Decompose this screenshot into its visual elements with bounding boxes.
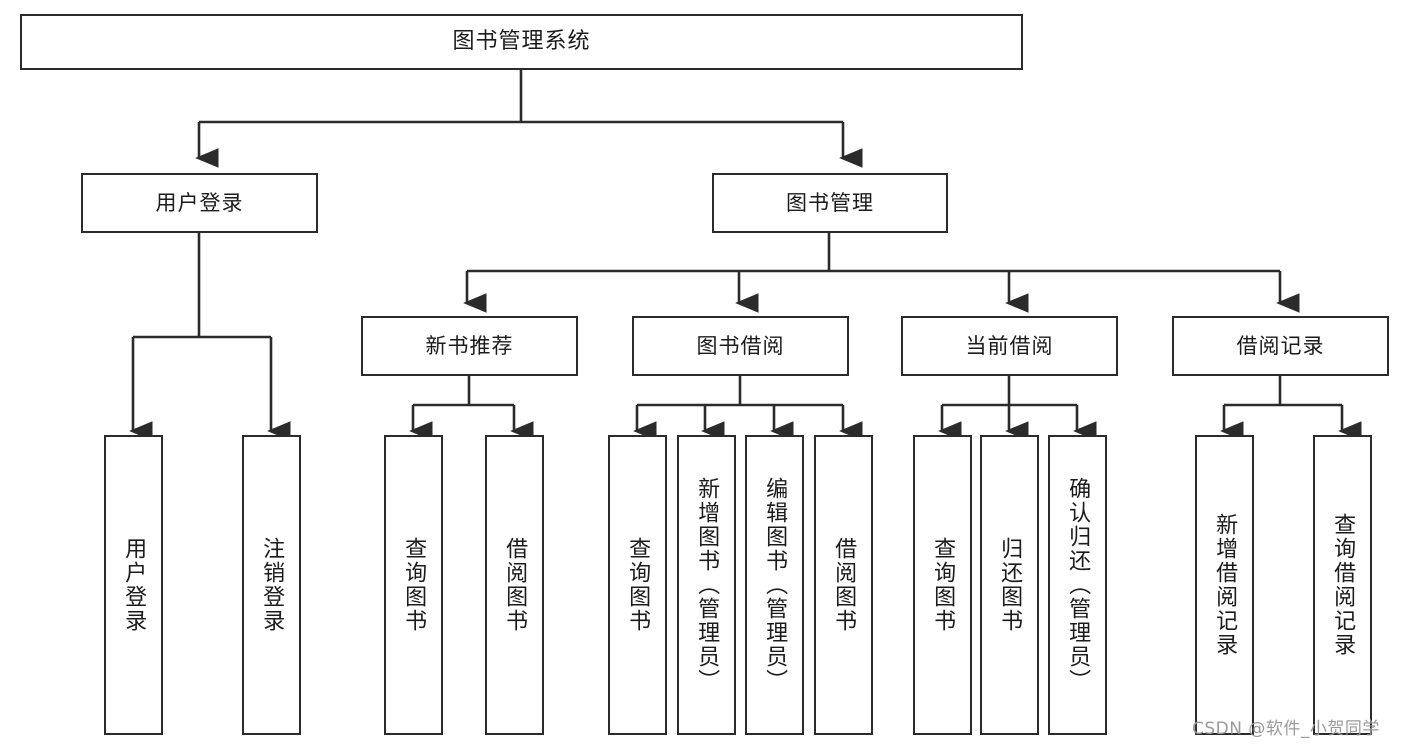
node-label: 新增图书（管理员） bbox=[694, 477, 720, 693]
leaf-add-borrow-record[interactable]: 新增借阅记录 bbox=[1195, 435, 1254, 735]
node-label: 用户登录 bbox=[121, 537, 147, 633]
node-label: 查询借阅记录 bbox=[1330, 513, 1356, 657]
node-label: 注销登录 bbox=[259, 537, 285, 633]
node-label: 借阅记录 bbox=[1236, 333, 1325, 358]
leaf-confirm-return-admin[interactable]: 确认归还（管理员） bbox=[1048, 435, 1107, 735]
node-book-management[interactable]: 图书管理 bbox=[712, 173, 948, 233]
node-label: 新增借阅记录 bbox=[1212, 513, 1238, 657]
node-label: 查询图书 bbox=[930, 537, 956, 633]
node-label: 借阅图书 bbox=[502, 537, 528, 633]
leaf-user-login[interactable]: 用户登录 bbox=[104, 435, 163, 735]
watermark-text: CSDN @软件_小贺同学 bbox=[1192, 719, 1380, 739]
node-label: 图书管理系统 bbox=[452, 29, 591, 55]
leaf-add-book-admin[interactable]: 新增图书（管理员） bbox=[677, 435, 736, 735]
node-label: 借阅图书 bbox=[831, 537, 857, 633]
node-label: 查询图书 bbox=[401, 537, 427, 633]
node-label: 查询图书 bbox=[625, 537, 651, 633]
node-label: 用户登录 bbox=[155, 190, 244, 215]
node-label: 确认归还（管理员） bbox=[1065, 477, 1091, 693]
node-new-book-recommend[interactable]: 新书推荐 bbox=[361, 316, 578, 376]
leaf-logout[interactable]: 注销登录 bbox=[242, 435, 301, 735]
node-label: 编辑图书（管理员） bbox=[762, 477, 788, 693]
node-borrow-record[interactable]: 借阅记录 bbox=[1172, 316, 1389, 376]
leaf-borrow-book[interactable]: 借阅图书 bbox=[814, 435, 873, 735]
node-label: 图书管理 bbox=[786, 190, 874, 215]
leaf-edit-book-admin[interactable]: 编辑图书（管理员） bbox=[745, 435, 804, 735]
node-current-borrow[interactable]: 当前借阅 bbox=[901, 316, 1118, 376]
node-book-borrow[interactable]: 图书借阅 bbox=[632, 316, 849, 376]
node-label: 图书借阅 bbox=[696, 333, 785, 358]
leaf-query-book-current[interactable]: 查询图书 bbox=[913, 435, 972, 735]
node-root-system[interactable]: 图书管理系统 bbox=[20, 14, 1023, 70]
node-label: 当前借阅 bbox=[965, 333, 1054, 358]
node-label: 新书推荐 bbox=[425, 333, 514, 358]
leaf-return-book[interactable]: 归还图书 bbox=[980, 435, 1039, 735]
leaf-borrow-book-new[interactable]: 借阅图书 bbox=[485, 435, 544, 735]
node-label: 归还图书 bbox=[997, 537, 1023, 633]
leaf-query-borrow-record[interactable]: 查询借阅记录 bbox=[1313, 435, 1372, 735]
node-user-login[interactable]: 用户登录 bbox=[81, 173, 318, 233]
leaf-query-book-new[interactable]: 查询图书 bbox=[384, 435, 443, 735]
leaf-query-book-borrow[interactable]: 查询图书 bbox=[608, 435, 667, 735]
